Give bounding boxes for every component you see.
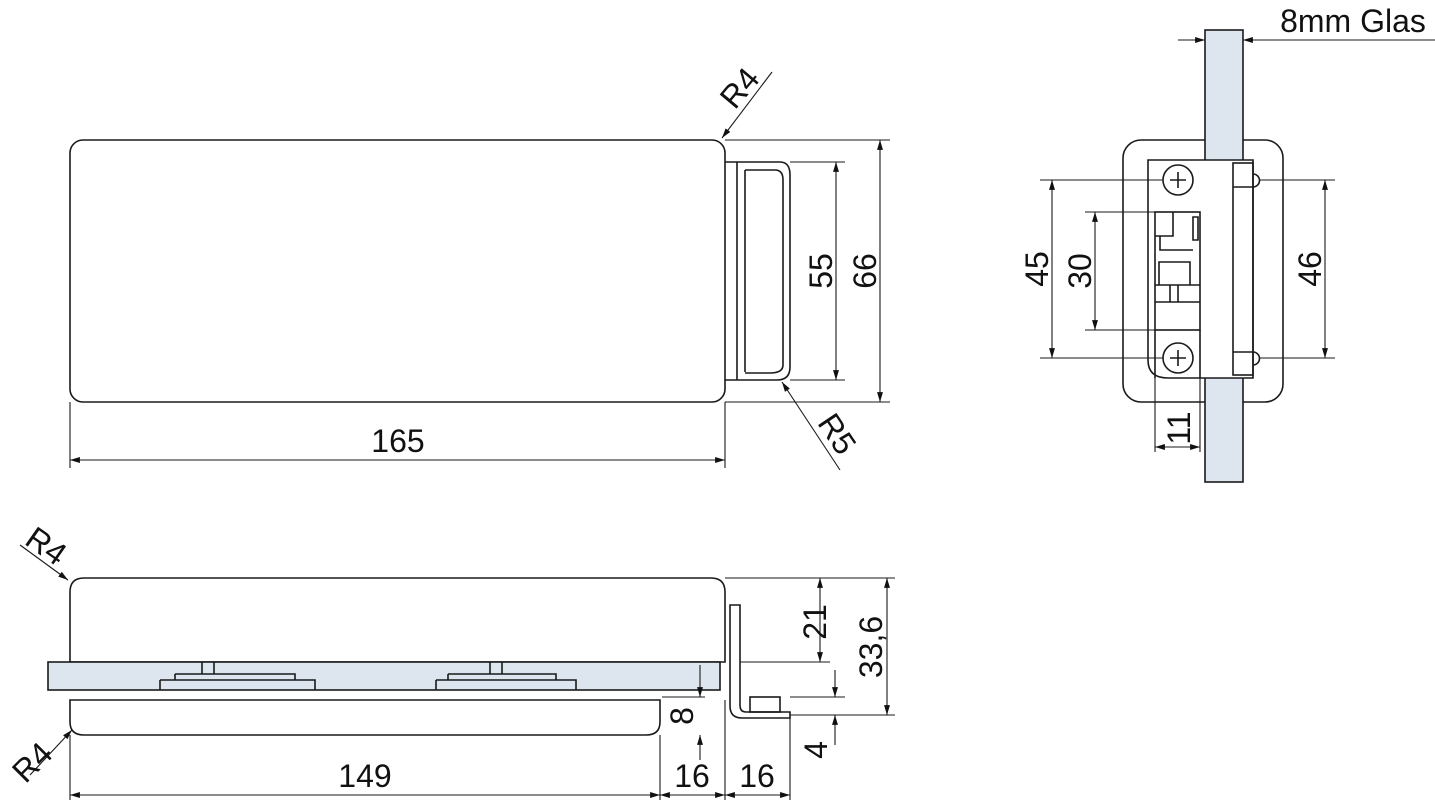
radius-r5: R5: [811, 407, 864, 461]
glass-pane: [47, 661, 721, 691]
glass-thickness-label: 8mm Glas: [1280, 3, 1426, 39]
dim-55: 55: [803, 253, 839, 289]
upper-block: [69, 577, 726, 663]
radius-r4: R4: [713, 61, 767, 115]
dim-11: 11: [1161, 411, 1197, 444]
dim-30: 30: [1062, 253, 1098, 289]
side-view: 8mm Glas 45 30 46 11: [1019, 3, 1435, 483]
dim-8: 8: [664, 707, 700, 725]
top-plate: [69, 139, 726, 403]
front-view: R4 R4 149 16 16 8 4 21 33,6: [5, 520, 895, 800]
dim-21: 21: [797, 604, 833, 640]
dim-46: 46: [1292, 251, 1328, 287]
dim-149: 149: [338, 758, 391, 794]
outer-plate: [1122, 139, 1284, 403]
dim-165: 165: [371, 423, 424, 459]
radius-r4-bottom: R4: [5, 735, 59, 789]
dim-4: 4: [798, 741, 834, 759]
dim-45: 45: [1019, 251, 1055, 287]
dim-66: 66: [847, 253, 883, 289]
top-view: 165 55 66 R4 R5: [69, 61, 890, 471]
dim-16-b: 16: [739, 758, 775, 794]
radius-r4-top: R4: [19, 520, 73, 573]
dim-33-6: 33,6: [853, 616, 889, 678]
lower-plate: [69, 699, 661, 736]
handle: [725, 161, 791, 381]
dim-16-a: 16: [674, 758, 710, 794]
latch-mechanism: [1154, 211, 1201, 331]
bracket: [729, 604, 791, 719]
